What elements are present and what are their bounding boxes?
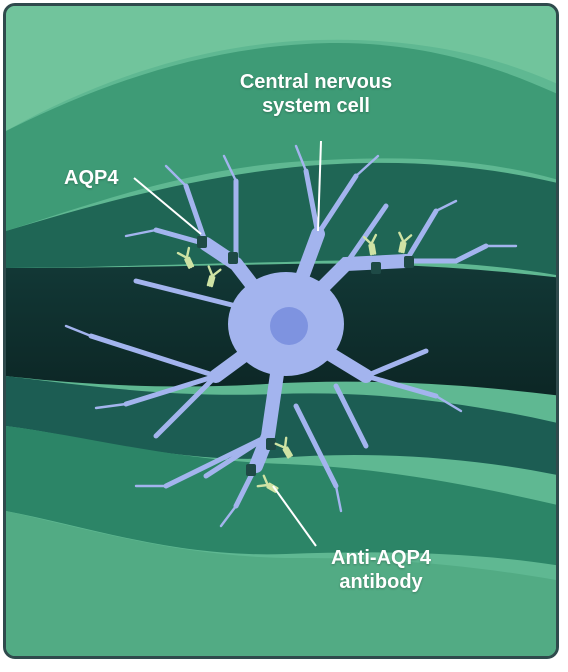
cns-cell-label-line1: Central nervous xyxy=(239,71,393,93)
antibody-label-line2: antibody xyxy=(339,571,423,593)
callout-lines xyxy=(133,140,322,547)
background-band-top xyxy=(6,6,556,131)
figure-frame: Central nervous system cell AQP4 Anti-AQ… xyxy=(3,3,559,659)
cell-nucleus xyxy=(270,307,308,345)
cns-cell-label: Central nervous system cell xyxy=(216,70,416,118)
cns-cell-label-line2: system cell xyxy=(262,95,370,117)
antibody-label: Anti-AQP4 antibody xyxy=(306,546,456,594)
aqp4-label: AQP4 xyxy=(64,167,119,189)
antibody-label-line1: Anti-AQP4 xyxy=(331,547,431,569)
background-band-3 xyxy=(6,162,556,276)
aqp4-receptor-icon xyxy=(197,236,414,476)
background-band-2 xyxy=(6,43,556,231)
background-band-bottom xyxy=(6,511,556,656)
illustration xyxy=(6,6,556,656)
